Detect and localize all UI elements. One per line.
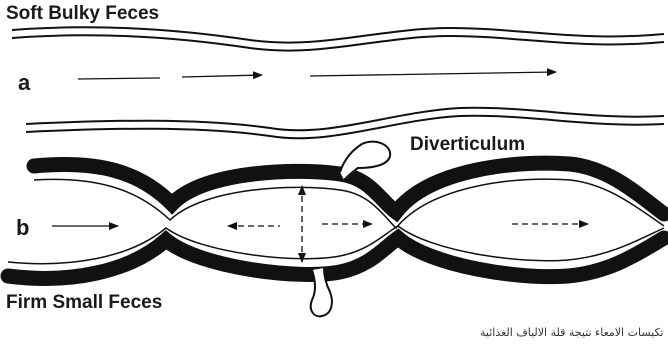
panel-a-lower-wall: [26, 108, 664, 138]
panel-b-label: b: [16, 215, 29, 240]
flow-arrow: [182, 75, 262, 77]
panel-a: Soft Bulky Feces a: [6, 3, 664, 138]
flow-arrow: [310, 72, 556, 76]
panel-a-flow-arrows: [78, 72, 556, 79]
panel-b-arrows: [52, 186, 588, 262]
diverticulum-label: Diverticulum: [410, 134, 525, 155]
panel-a-heading: Soft Bulky Feces: [6, 3, 159, 24]
panel-b-footer: Firm Small Feces: [6, 292, 162, 313]
panel-b: Diverticulum b Firm Small Feces: [6, 134, 664, 316]
flow-arrow: [78, 78, 160, 79]
panel-b-lower-wall: [8, 226, 664, 278]
panel-a-label: a: [18, 70, 31, 95]
figure-caption: الشكل (١-١) تكيسات الامعاء نتيجة قلة الا…: [480, 326, 668, 339]
diverticulum-upper: [340, 142, 390, 180]
panel-a-upper-wall: [12, 27, 664, 50]
